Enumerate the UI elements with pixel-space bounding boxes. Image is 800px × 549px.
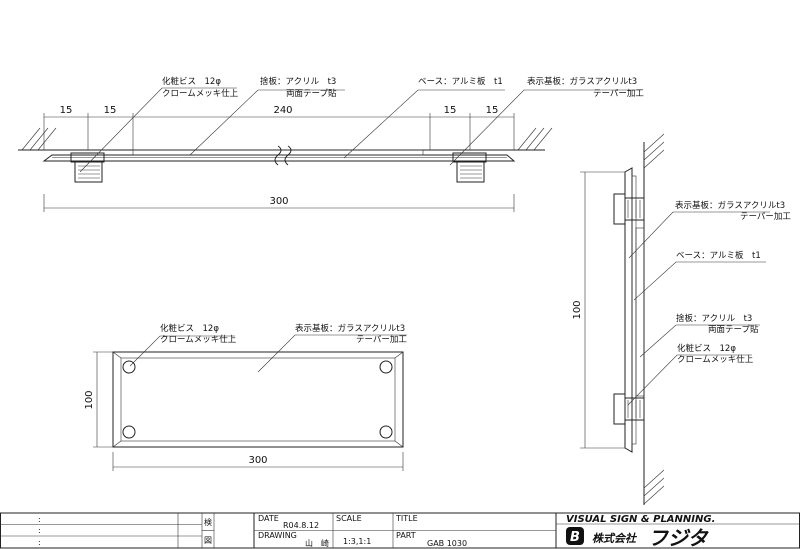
side-face-plate	[635, 227, 645, 397]
label-side-base: ベース：アルミ板 t1	[676, 250, 761, 261]
label-front-display-note: テーパー加工	[356, 334, 407, 345]
stamp-drawing: 図	[204, 536, 212, 545]
leader-face-plate	[189, 89, 345, 156]
label-display: 表示基板：ガラスアクリルt3	[527, 76, 637, 87]
leader-front-screw	[129, 335, 235, 367]
display-plate-section	[42, 154, 516, 162]
display-plate-outline	[112, 351, 404, 448]
front-width-dimension	[112, 452, 404, 471]
label-front-display: 表示基板：ガラスアクリルt3	[295, 323, 405, 334]
dim-15-a: 15	[60, 105, 73, 116]
side-standoff-bottom	[613, 393, 645, 425]
dim-15-d: 15	[486, 105, 499, 116]
face-plate-section	[132, 149, 424, 156]
label-side-screw-finish: クロームメッキ仕上	[677, 354, 754, 365]
leader-side-display	[628, 211, 770, 259]
bevel-corner-tr	[394, 351, 404, 359]
company-name-en: VISUAL SIGN & PLANNING.	[566, 514, 715, 525]
drawing-label: DRAWING	[258, 531, 297, 540]
label-screw-finish: クロームメッキ仕上	[162, 88, 239, 99]
front-view: 100 300 化粧ビス 12φ クロームメッキ仕上 表示基板：ガラスアクリルt…	[84, 323, 407, 471]
label-face-plate-note: 両面テープ貼	[286, 88, 337, 99]
standoff-left	[70, 152, 105, 183]
part-label: PART	[396, 531, 416, 540]
label-side-face-plate-note: 両面テープ貼	[708, 324, 759, 335]
leader-side-base	[633, 261, 766, 301]
leader-base	[343, 89, 505, 159]
leader-front-display	[257, 334, 407, 373]
leader-screw	[79, 87, 237, 173]
label-side-display-note: テーパー加工	[740, 211, 791, 222]
stamp-check: 検	[204, 517, 212, 527]
label-front-screw: 化粧ビス 12φ	[160, 323, 219, 334]
dim-300-front: 300	[248, 455, 267, 466]
dim-15-c: 15	[444, 105, 457, 116]
dim-240: 240	[273, 105, 292, 116]
leader-side-face-plate	[639, 324, 760, 358]
screw-hole-tr	[379, 360, 393, 374]
label-front-screw-finish: クロームメッキ仕上	[160, 334, 237, 345]
screw-hole-tl	[122, 360, 136, 374]
label-base: ベース：アルミ板 t1	[418, 76, 503, 87]
wall-hatch-left	[21, 127, 57, 151]
display-plate-bevel	[120, 357, 396, 442]
rev-colon-2: :	[38, 526, 41, 535]
side-view: 100 表示基板：ガラスアクリルt3 テーパー加工 ベース：アルミ板 t1 捨板…	[572, 133, 791, 505]
leader-display	[449, 89, 641, 166]
label-screw: 化粧ビス 12φ	[162, 76, 221, 87]
label-side-screw: 化粧ビス 12φ	[677, 343, 736, 354]
dim-15-b: 15	[104, 105, 117, 116]
dim-100-front: 100	[84, 390, 95, 409]
company-name-jp: フジタ	[648, 526, 710, 549]
standoff-right	[452, 152, 487, 183]
title-label: TITLE	[395, 514, 418, 523]
break-mark-right	[284, 145, 292, 166]
dim-300-top: 300	[269, 196, 288, 207]
date-value: R04.8.12	[283, 521, 319, 530]
company-logo-mark	[566, 527, 584, 545]
leader-side-screw	[627, 354, 752, 406]
label-display-note: テーパー加工	[593, 88, 644, 99]
rev-colon-3: :	[38, 538, 41, 547]
drawer-name: 山 崎	[305, 538, 329, 548]
side-display-plate	[624, 167, 633, 453]
screw-hole-bl	[122, 425, 136, 439]
bevel-corner-tl	[112, 351, 122, 359]
side-wall-hatch-top	[643, 133, 665, 169]
title-block: : : : 検 図 DATE R04.8.12 SCALE 1:3,1:1 DR…	[0, 512, 800, 549]
side-standoff-top	[613, 193, 645, 225]
company-logo-letter: B	[570, 530, 580, 545]
front-height-dimension	[93, 351, 113, 448]
bevel-corner-bl	[112, 440, 122, 448]
side-height-dimension	[580, 171, 625, 449]
label-side-face-plate: 捨板：アクリル t3	[676, 313, 752, 324]
rev-colon-1: :	[38, 515, 41, 524]
company-type: 株式会社	[592, 532, 638, 545]
wall-hatch-right	[517, 127, 553, 151]
overall-dimension	[43, 194, 515, 212]
label-side-display: 表示基板：ガラスアクリルt3	[675, 200, 785, 211]
label-face-plate: 捨板：アクリル t3	[260, 76, 336, 87]
side-wall-hatch-bottom	[643, 469, 665, 505]
scale-label: SCALE	[336, 514, 362, 523]
side-base-plate	[631, 175, 637, 445]
date-label: DATE	[258, 514, 279, 523]
break-mark-left	[274, 145, 282, 166]
dim-100-side: 100	[572, 300, 583, 319]
top-view: 15 15 240 15 15 300 化粧ビス 12φ クロームメッキ仕上 捨…	[18, 76, 644, 212]
top-dimension-chain	[43, 113, 515, 150]
bevel-corner-br	[394, 440, 404, 448]
scale-value: 1:3,1:1	[343, 537, 371, 546]
screw-hole-br	[379, 425, 393, 439]
part-number: GAB 1030	[427, 539, 467, 548]
